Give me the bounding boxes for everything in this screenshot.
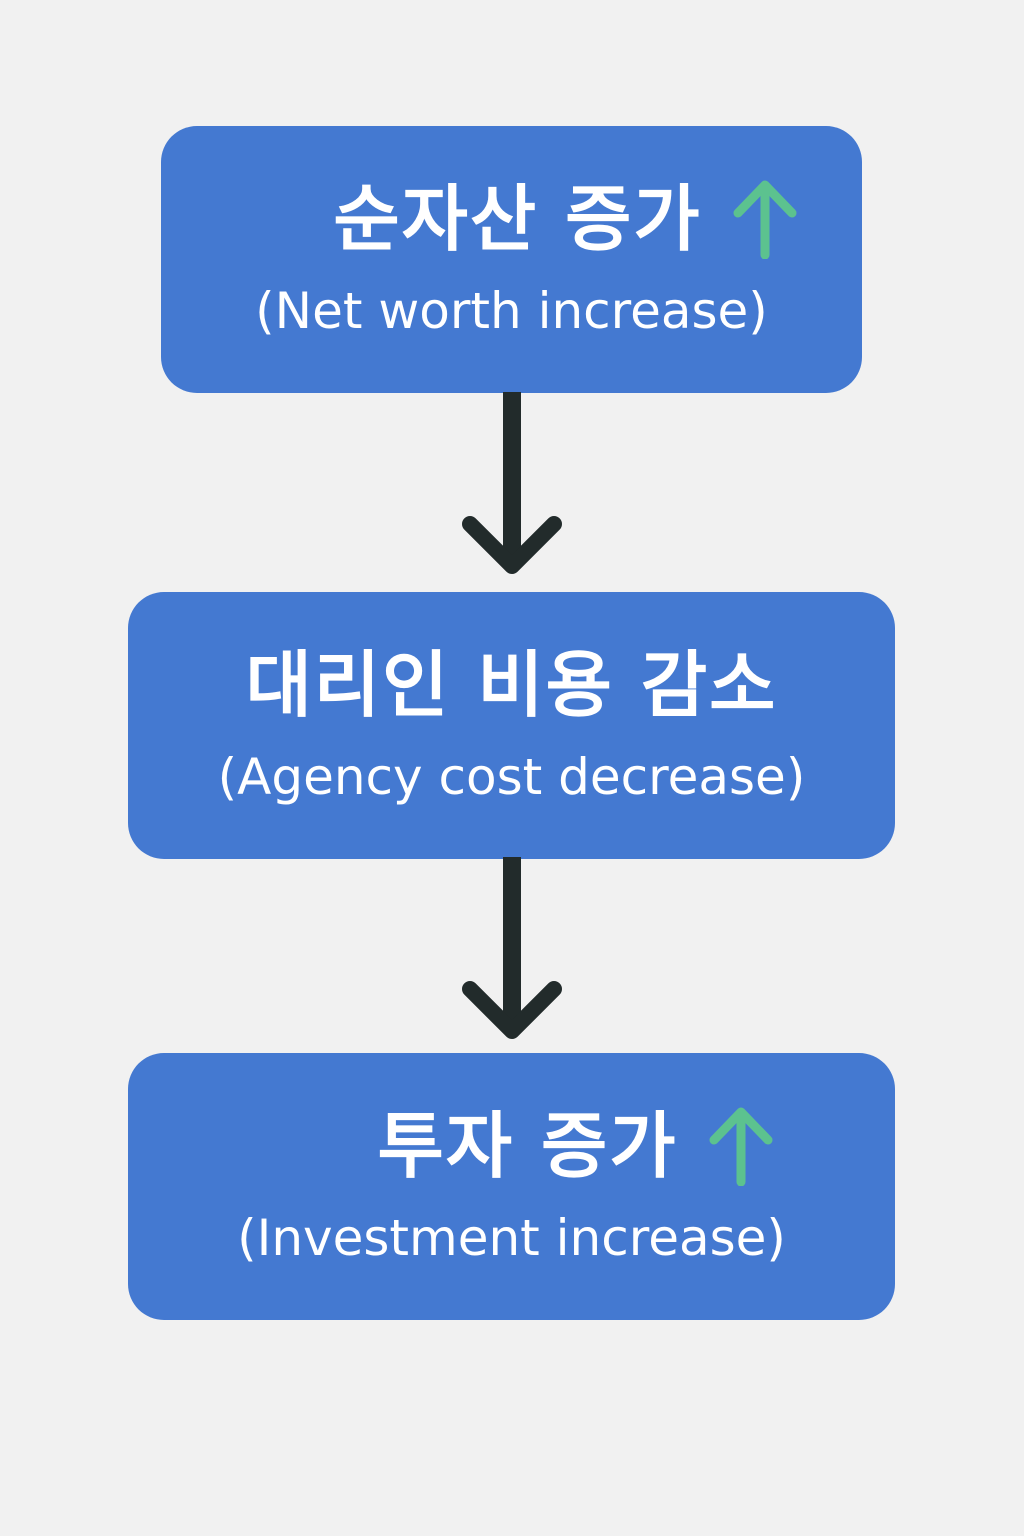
box-title: 순자산 증가 — [333, 177, 702, 261]
box-subtitle: (Investment increase) — [237, 1209, 786, 1267]
flow-box-investment: 투자 증가 (Investment increase) — [128, 1053, 895, 1320]
box-title: 투자 증가 — [377, 1104, 678, 1188]
arrow-down-icon — [462, 857, 562, 1039]
box-subtitle: (Net worth increase) — [255, 282, 768, 340]
arrow-up-icon — [733, 180, 797, 259]
box-title: 대리인 비용 감소 — [245, 643, 778, 727]
box-subtitle: (Agency cost decrease) — [217, 748, 806, 806]
title-row: 대리인 비용 감소 — [128, 640, 895, 730]
title-row: 투자 증가 — [128, 1101, 895, 1191]
title-row: 순자산 증가 — [161, 174, 862, 264]
flow-box-agency-cost: 대리인 비용 감소 (Agency cost decrease) — [128, 592, 895, 859]
flow-box-net-worth: 순자산 증가 (Net worth increase) — [161, 126, 862, 393]
arrow-up-icon — [709, 1107, 773, 1186]
arrow-down-icon — [462, 392, 562, 574]
